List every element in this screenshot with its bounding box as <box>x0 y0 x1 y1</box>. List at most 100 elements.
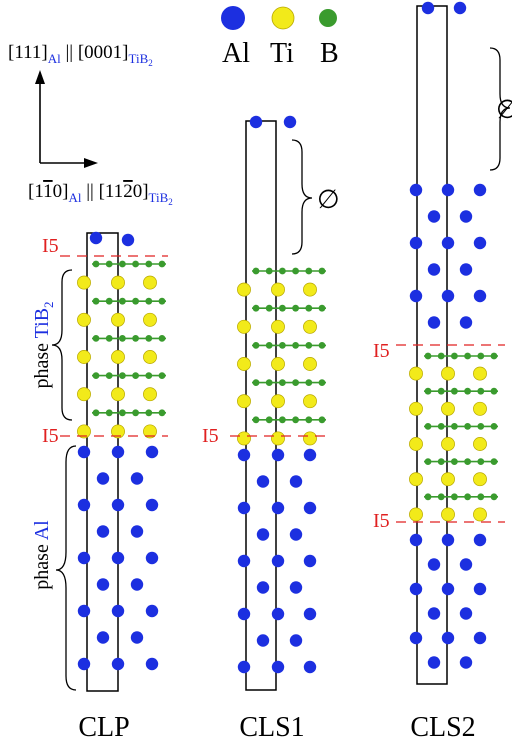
b-atom <box>292 342 299 349</box>
horizontal-sub-two: 2 <box>168 197 173 207</box>
al-atom <box>271 501 285 515</box>
b-atom <box>437 352 445 360</box>
b-atom <box>437 458 445 465</box>
model-cls2 <box>396 1 505 685</box>
al-atom <box>409 183 423 197</box>
al-atom <box>441 289 455 303</box>
b-atom <box>265 304 273 312</box>
al-atom <box>130 525 144 538</box>
ti-atom <box>111 275 125 290</box>
b-atom <box>464 352 471 360</box>
al-atom <box>453 1 467 15</box>
horizontal-bar2: 2 <box>123 181 133 202</box>
b-atom <box>477 352 485 360</box>
b-atom <box>279 342 286 349</box>
b-atom <box>145 335 153 342</box>
b-atom <box>252 267 260 275</box>
b-atom <box>132 297 140 305</box>
al-atom <box>441 236 455 250</box>
b-atom <box>424 423 432 430</box>
legend-ti-atom <box>271 6 295 30</box>
ti-atom <box>111 424 125 439</box>
al-atom <box>409 289 423 303</box>
model-names: CLP CLS1 CLS2 <box>78 712 475 743</box>
horizontal-sub-tib: TiB <box>149 190 169 205</box>
b-atom <box>451 423 458 430</box>
al-atom <box>121 233 135 247</box>
al-atom <box>111 498 125 512</box>
horizontal-miller-end: 0] <box>53 181 69 202</box>
al-atom <box>303 501 317 515</box>
brace-vacuum-cls1 <box>291 139 313 255</box>
horizontal-miller: [1 <box>28 181 43 202</box>
ti-atom <box>77 350 91 364</box>
al-atom <box>77 498 91 512</box>
ti-atom <box>77 424 91 439</box>
b-atom <box>437 423 445 430</box>
al-atom <box>256 475 270 488</box>
b-atom <box>265 342 273 349</box>
al-atom <box>441 183 455 197</box>
horizontal-sep: || <box>86 181 94 202</box>
al-atom <box>473 631 487 645</box>
b-atom <box>490 387 498 395</box>
vacuum-symbol-cls1: ∅ <box>317 185 340 214</box>
b-atom <box>424 387 432 395</box>
vertical-sub-tib: TiB <box>129 51 149 66</box>
b-atom <box>424 458 432 465</box>
b-atom <box>292 416 299 424</box>
b-atom <box>158 260 166 268</box>
al-atom <box>409 533 423 547</box>
b-atom <box>464 458 471 465</box>
interface-label-cls2-top: I5 <box>373 340 390 362</box>
b-atom <box>318 304 326 312</box>
b-atom <box>292 379 299 386</box>
b-atom <box>252 416 260 424</box>
al-atom <box>289 528 303 541</box>
vertical-direction-label: [111]Al || [0001]TiB2 <box>8 42 153 68</box>
orientation-vertical: [111]Al || [0001]TiB2 <box>8 42 153 68</box>
al-atom <box>96 525 110 538</box>
al-atom <box>473 533 487 547</box>
b-atom <box>305 304 313 312</box>
al-atom <box>427 558 441 571</box>
ti-atom <box>237 319 251 334</box>
vacuum-symbol-cls2: ∅ <box>496 95 512 124</box>
al-atom <box>237 501 251 515</box>
b-atom <box>318 379 326 386</box>
al-atom <box>303 607 317 621</box>
ti-atom <box>143 312 157 327</box>
al-atom <box>271 607 285 621</box>
ti-atom <box>409 366 423 381</box>
b-atom <box>279 416 286 424</box>
ti-atom <box>271 282 285 297</box>
al-atom <box>473 582 487 596</box>
al-atom <box>237 448 251 462</box>
b-atom <box>92 409 100 417</box>
b-atom <box>105 335 113 342</box>
ti-atom <box>441 437 455 451</box>
al-atom <box>111 604 125 618</box>
al-atom <box>237 607 251 621</box>
b-atom <box>451 493 458 501</box>
b-atom <box>145 372 153 379</box>
b-atom <box>464 493 471 501</box>
al-atom <box>289 634 303 647</box>
vertical-sep: || <box>66 42 74 63</box>
b-atom <box>158 372 166 379</box>
legend-ti-label: Ti <box>270 38 294 69</box>
al-atom <box>459 210 473 223</box>
al-atom <box>271 448 285 462</box>
b-atom <box>424 352 432 360</box>
b-atom <box>305 416 313 424</box>
interface-label-clp-top: I5 <box>42 235 59 257</box>
al-atom <box>427 263 441 276</box>
al-atom <box>96 578 110 591</box>
al-atom <box>303 554 317 568</box>
al-atom <box>249 115 263 129</box>
al-atom <box>441 533 455 547</box>
al-atom <box>473 236 487 250</box>
model-name-clp: CLP <box>78 712 129 743</box>
b-atom <box>464 387 471 395</box>
b-atom <box>252 304 260 312</box>
